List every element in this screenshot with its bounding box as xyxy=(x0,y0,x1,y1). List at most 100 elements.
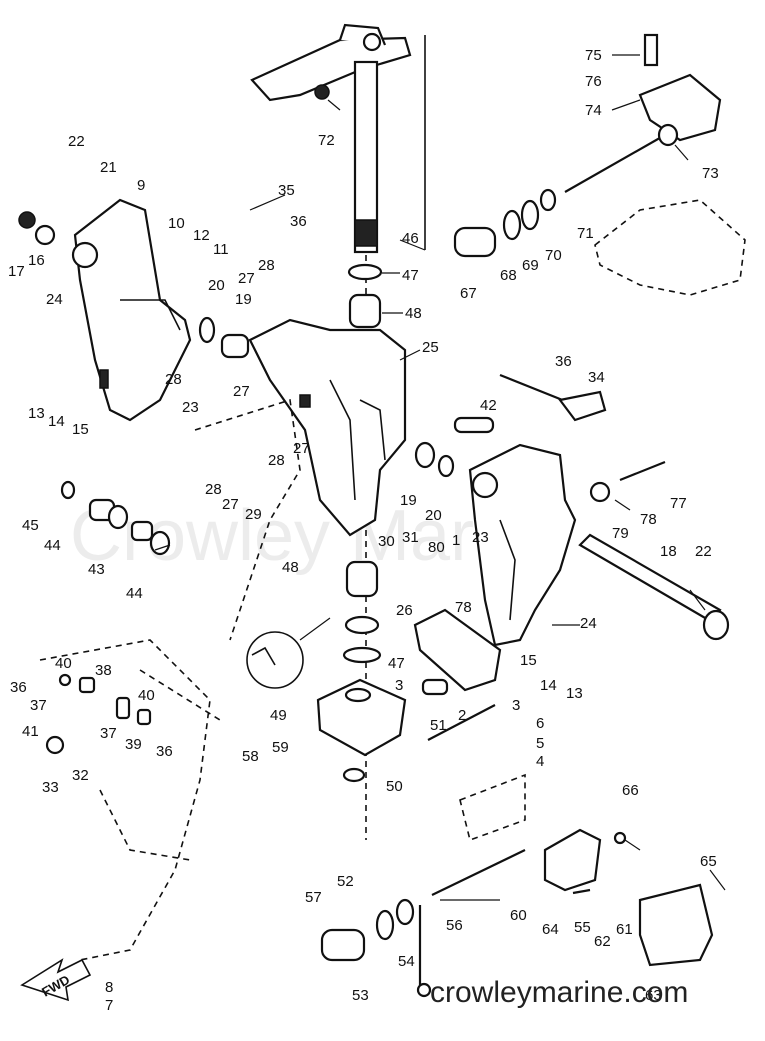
callout-10: 10 xyxy=(168,215,185,232)
detail-circle xyxy=(246,617,331,689)
callout-25: 25 xyxy=(422,339,439,356)
callout-20: 20 xyxy=(425,507,442,524)
callout-74: 74 xyxy=(585,102,602,119)
callout-2: 2 xyxy=(458,707,466,724)
callout-38: 38 xyxy=(95,662,112,679)
callout-50: 50 xyxy=(386,778,403,795)
callout-35: 35 xyxy=(278,182,295,199)
callout-24: 24 xyxy=(580,615,597,632)
callout-66: 66 xyxy=(622,782,639,799)
callout-44: 44 xyxy=(126,585,143,602)
callout-60: 60 xyxy=(510,907,527,924)
callout-28: 28 xyxy=(258,257,275,274)
callout-71: 71 xyxy=(577,225,594,242)
callout-14: 14 xyxy=(540,677,557,694)
callout-7: 7 xyxy=(105,997,113,1014)
lower-mount-assembly xyxy=(320,898,432,998)
callout-1: 1 xyxy=(452,532,460,549)
callout-15: 15 xyxy=(520,652,537,669)
tilt-tube xyxy=(578,533,730,641)
callout-40: 40 xyxy=(55,655,72,672)
callout-57: 57 xyxy=(305,889,322,906)
callout-36: 36 xyxy=(156,743,173,760)
callout-80: 80 xyxy=(428,539,445,556)
upper-mount-assembly xyxy=(453,33,746,296)
callout-14: 14 xyxy=(48,413,65,430)
left-clamp-bracket xyxy=(18,198,192,422)
callout-78: 78 xyxy=(640,511,657,528)
callout-18: 18 xyxy=(660,543,677,560)
callout-42: 42 xyxy=(480,397,497,414)
callout-30: 30 xyxy=(378,533,395,550)
steering-arm-assembly xyxy=(250,23,426,840)
callout-40: 40 xyxy=(138,687,155,704)
callout-36: 36 xyxy=(555,353,572,370)
callout-58: 58 xyxy=(242,748,259,765)
callout-21: 21 xyxy=(100,159,117,176)
callout-36: 36 xyxy=(290,213,307,230)
left-small-parts xyxy=(60,480,171,556)
callout-12: 12 xyxy=(193,227,210,244)
callout-34: 34 xyxy=(588,369,605,386)
lower-right-bracket xyxy=(459,773,714,967)
callout-27: 27 xyxy=(222,496,239,513)
callout-53: 53 xyxy=(352,987,369,1004)
callout-24: 24 xyxy=(46,291,63,308)
callout-3: 3 xyxy=(395,677,403,694)
callout-46: 46 xyxy=(402,230,419,247)
callout-labels: 75 76 74 73 71 70 69 68 67 72 46 47 48 2… xyxy=(8,47,719,1014)
callout-56: 56 xyxy=(446,917,463,934)
callout-59: 59 xyxy=(272,739,289,756)
callout-72: 72 xyxy=(318,132,335,149)
callout-55: 55 xyxy=(574,919,591,936)
callout-49: 49 xyxy=(270,707,287,724)
callout-3: 3 xyxy=(512,697,520,714)
callout-76: 76 xyxy=(585,73,602,90)
callout-5: 5 xyxy=(536,735,544,752)
callout-43: 43 xyxy=(88,561,105,578)
callout-28: 28 xyxy=(165,371,182,388)
callout-36: 36 xyxy=(10,679,27,696)
callout-26: 26 xyxy=(396,602,413,619)
callout-52: 52 xyxy=(337,873,354,890)
callout-29: 29 xyxy=(245,506,262,523)
callout-16: 16 xyxy=(28,252,45,269)
callout-75: 75 xyxy=(585,47,602,64)
callout-11: 11 xyxy=(213,241,229,258)
callout-78: 78 xyxy=(455,599,472,616)
callout-47: 47 xyxy=(388,655,405,672)
callout-22: 22 xyxy=(68,133,85,150)
callout-4: 4 xyxy=(536,753,544,770)
callout-37: 37 xyxy=(100,725,117,742)
callout-77: 77 xyxy=(670,495,687,512)
callout-45: 45 xyxy=(22,517,39,534)
callout-48: 48 xyxy=(405,305,422,322)
callout-27: 27 xyxy=(233,383,250,400)
callout-33: 33 xyxy=(42,779,59,796)
callout-32: 32 xyxy=(72,767,89,784)
callout-15: 15 xyxy=(72,421,89,438)
lower-left-linkage xyxy=(45,669,221,755)
engine-outline xyxy=(39,398,301,961)
callout-54: 54 xyxy=(398,953,415,970)
callout-63: 63 xyxy=(645,987,662,1004)
callout-73: 73 xyxy=(702,165,719,182)
callout-27: 27 xyxy=(238,270,255,287)
fwd-arrow-icon: FWD xyxy=(20,958,92,1002)
callout-64: 64 xyxy=(542,921,559,938)
callout-23: 23 xyxy=(472,529,489,546)
callout-27: 27 xyxy=(293,440,310,457)
callout-68: 68 xyxy=(500,267,517,284)
callout-37: 37 xyxy=(30,697,47,714)
bolts xyxy=(427,373,666,896)
callout-47: 47 xyxy=(402,267,419,284)
callout-41: 41 xyxy=(22,723,39,740)
callout-19: 19 xyxy=(235,291,252,308)
footer-url: crowleymarine.com xyxy=(430,976,688,1009)
callout-6: 6 xyxy=(536,715,544,732)
left-bushings xyxy=(198,316,495,478)
shaft-bushings xyxy=(342,263,383,664)
callout-48: 48 xyxy=(282,559,299,576)
callout-69: 69 xyxy=(522,257,539,274)
callout-13: 13 xyxy=(566,685,583,702)
